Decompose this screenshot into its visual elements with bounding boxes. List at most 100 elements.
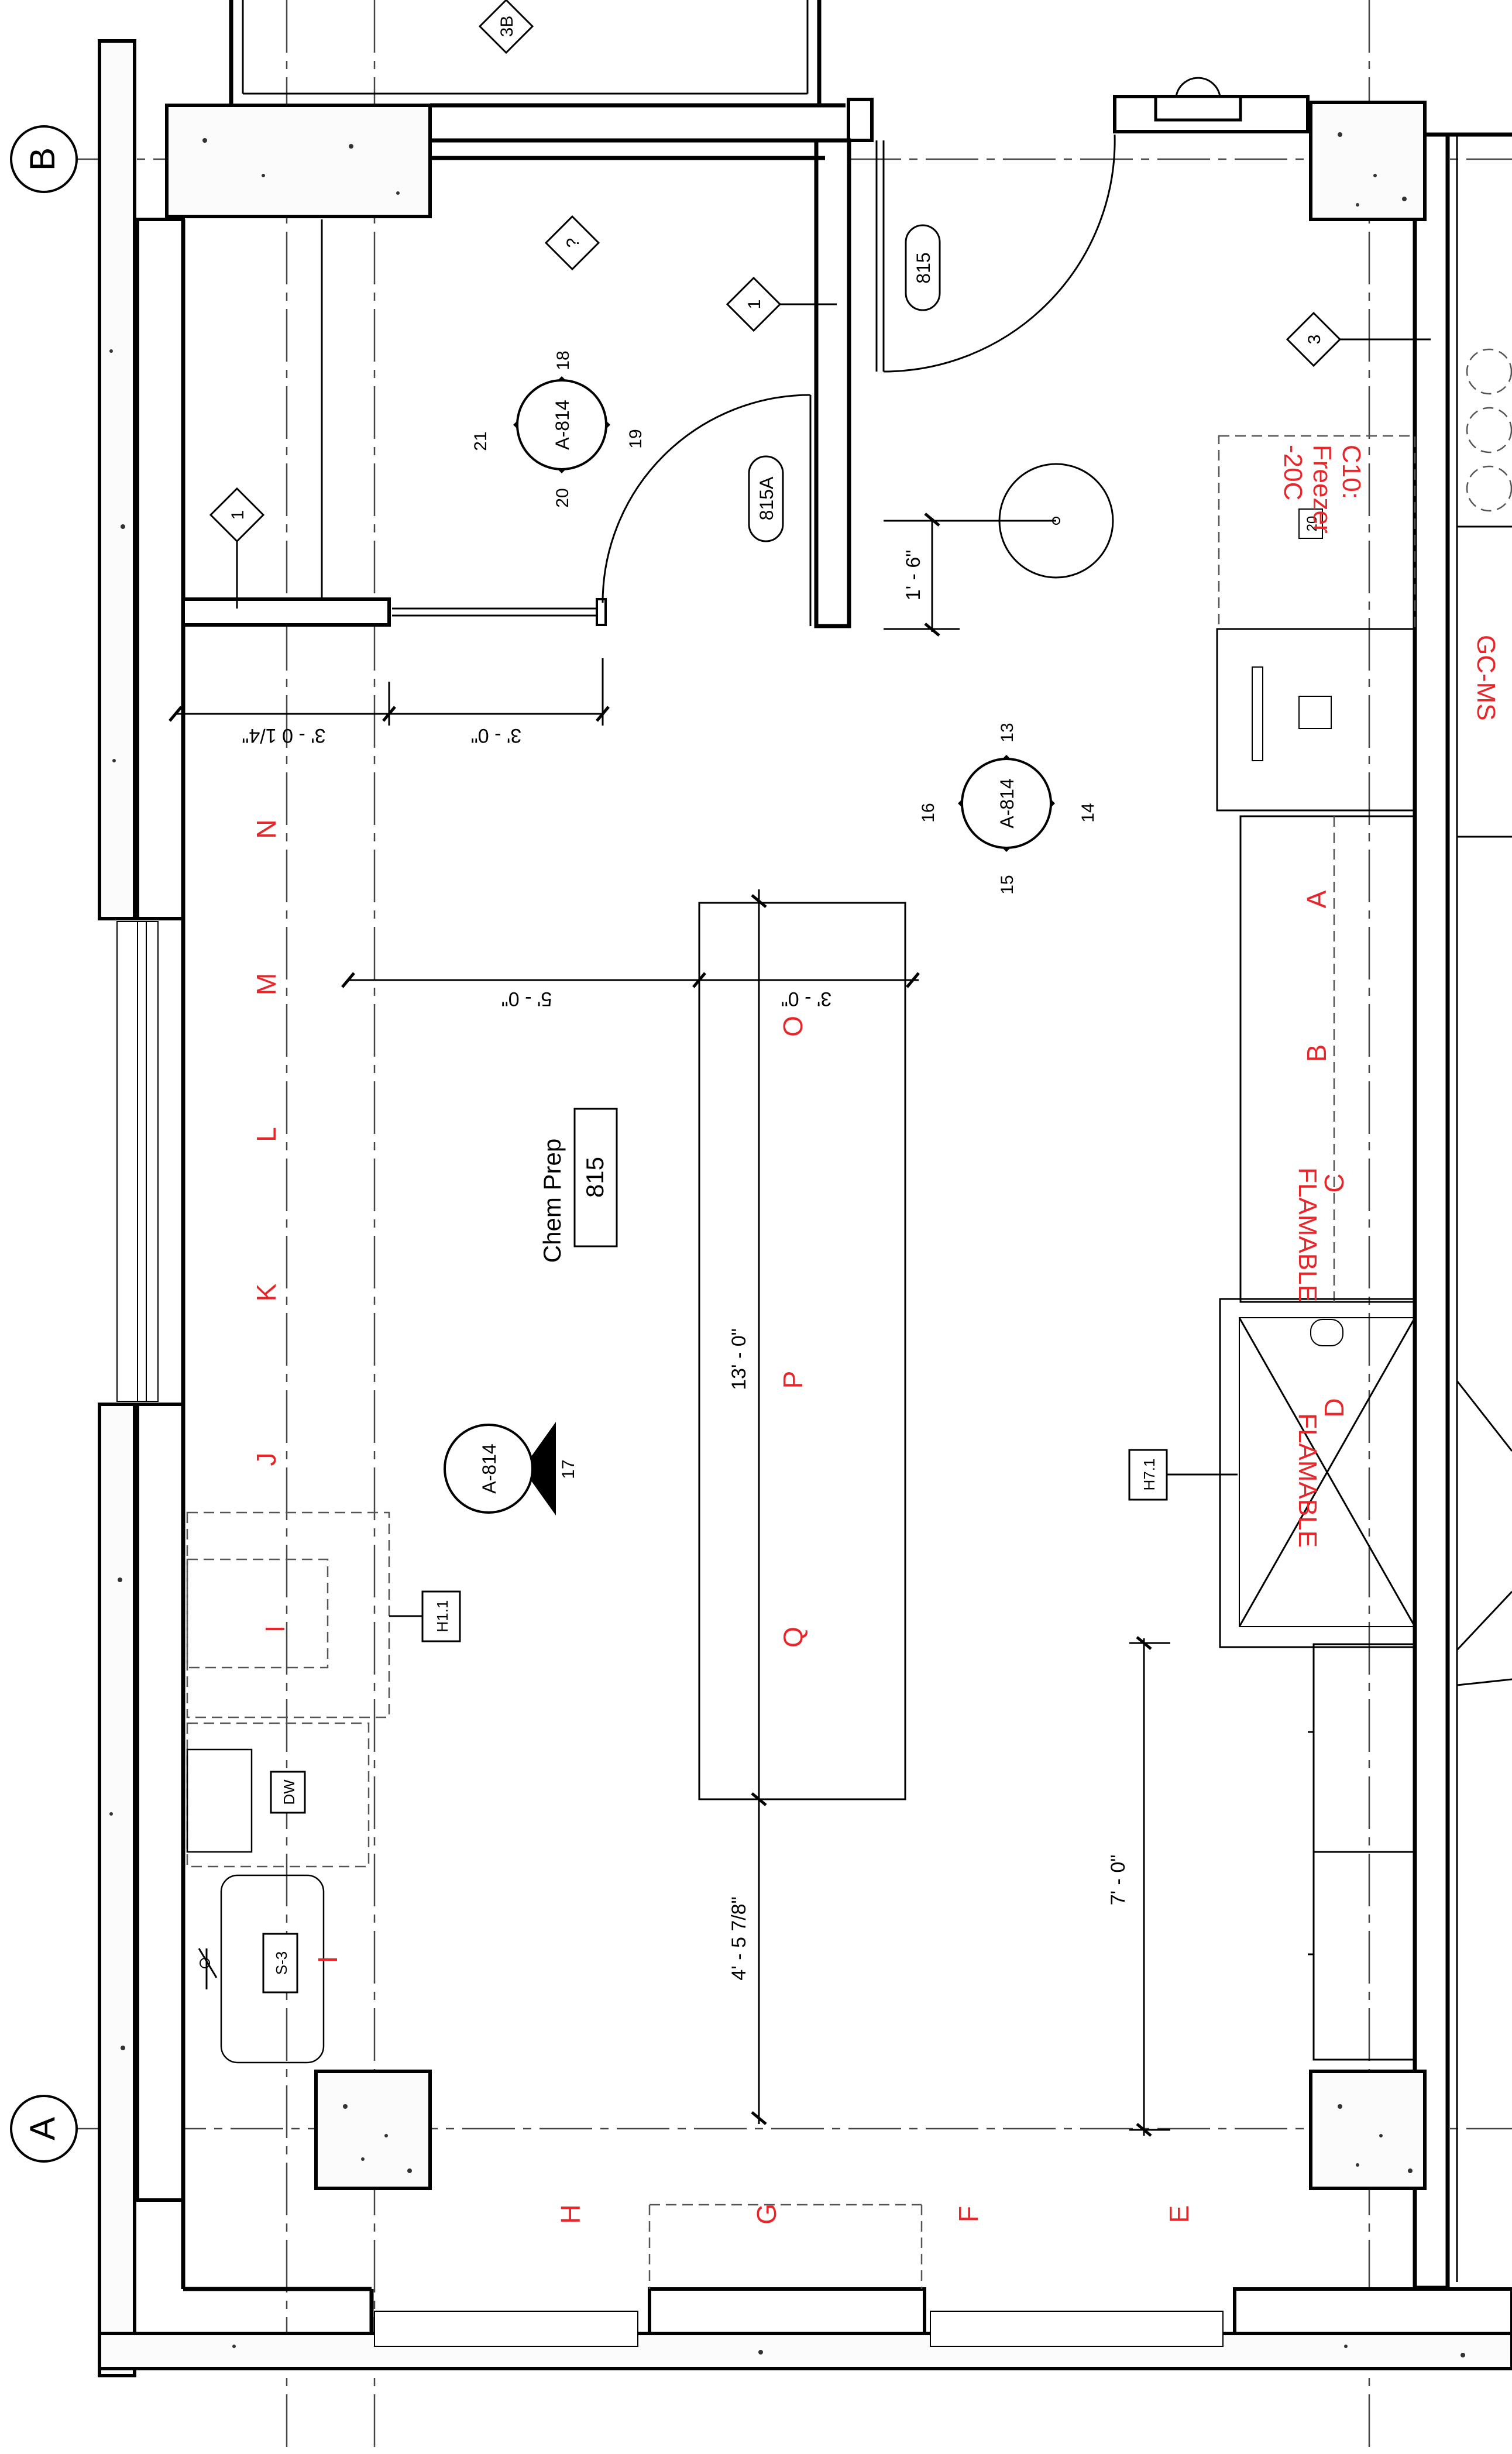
- ref-tag-3b-text: 3B: [497, 16, 517, 37]
- room-number: 815: [581, 1157, 609, 1198]
- casework: [186, 348, 1512, 2289]
- tag-h1-1-text: H1.1: [434, 1600, 451, 1632]
- zone-letter-i-upper: I: [260, 1625, 290, 1633]
- zone-letter-j: J: [251, 1453, 281, 1466]
- elevation-marker-center-n3: 15: [998, 875, 1017, 894]
- elevation-marker-upper-n4: 21: [471, 431, 490, 451]
- zone-letter-n: N: [251, 819, 281, 838]
- elevation-marker-upper-n2: 19: [626, 429, 645, 448]
- zone-letter-c: C: [1319, 1173, 1349, 1192]
- elevation-marker-single-n: 17: [559, 1459, 578, 1479]
- dim-5-0: 5' - 0": [501, 988, 552, 1010]
- dim-13-0: 13' - 0": [728, 1328, 750, 1390]
- grid-label-b: B: [23, 147, 62, 171]
- left-hood-zone: [186, 1511, 390, 1719]
- elevation-marker-upper-n1: 18: [554, 350, 573, 370]
- grid-bubble-b: B: [10, 125, 78, 193]
- ref-tag-3b: 3B: [478, 0, 534, 54]
- room-name: Chem Prep: [538, 1139, 566, 1263]
- fixture-tags: H1.1 H7.1 DW S-3 20: [262, 508, 1323, 1994]
- zone-letter-l: L: [251, 1127, 281, 1142]
- grid-label-a: A: [23, 2117, 62, 2140]
- label-flamable-d: FLAMABLE: [1293, 1413, 1322, 1548]
- tag-dw-text: DW: [280, 1779, 298, 1805]
- label-c10-line1: C10:: [1337, 445, 1366, 499]
- tag-h7-1-text: H7.1: [1140, 1459, 1158, 1491]
- elevation-marker-center-n2: 14: [1078, 803, 1098, 822]
- bottom-window-2: [930, 2311, 1224, 2347]
- ref-tag-1-left-text: 1: [228, 510, 248, 520]
- dim-3-0-b: 3' - 0": [781, 988, 832, 1010]
- zone-letter-f: F: [953, 2206, 984, 2222]
- ref-tag-3-text: 3: [1305, 335, 1324, 345]
- dim-7-0: 7' - 0": [1107, 1855, 1129, 1906]
- zone-letter-k: K: [251, 1283, 281, 1301]
- tag-h7-1: H7.1: [1128, 1449, 1238, 1501]
- walls: [98, 0, 1512, 2377]
- door-tag-815a-text: 815A: [756, 476, 777, 520]
- ref-tag-1-left: 1: [209, 487, 265, 609]
- zone-letter-g: G: [751, 2204, 782, 2225]
- dim-3-0: 3' - 0": [471, 724, 522, 747]
- zone-letter-d: D: [1319, 1398, 1349, 1417]
- ref-tag-unknown: ?: [544, 215, 600, 271]
- elevation-marker-center-n1: 13: [998, 723, 1017, 742]
- label-gc-ms: GC-MS: [1472, 635, 1500, 721]
- elevation-marker-upper-n3: 20: [553, 488, 572, 507]
- concrete-specks: [109, 132, 1465, 2357]
- grid-bubble-a: A: [10, 2095, 78, 2163]
- ref-tag-3: 3: [1286, 311, 1431, 367]
- structural-columns: [109, 101, 1465, 2357]
- zone-letter-p: P: [778, 1371, 808, 1389]
- tag-h1-1: H1.1: [389, 1590, 461, 1642]
- elevation-marker-upper-sheet: A-814: [552, 400, 573, 449]
- top-left-wall: [165, 104, 432, 218]
- ref-tag-unknown-text: ?: [563, 238, 583, 248]
- tag-s3: S-3: [262, 1933, 298, 1994]
- door-tag-815-text: 815: [913, 252, 934, 283]
- zone-letters: N M L K J I I O P Q A B C D E F G H: [251, 819, 1349, 2225]
- zone-letter-m: M: [251, 973, 281, 995]
- left-exterior-wall-top: [98, 39, 136, 920]
- ref-tag-1-top: 1: [726, 276, 837, 332]
- column-bottom-right: [1309, 2070, 1427, 2190]
- right-bench: [1239, 815, 1416, 1303]
- zone-letter-i-lower: I: [312, 1956, 343, 1964]
- left-exterior-wall-bottom: [98, 1403, 136, 2377]
- zone-letter-a: A: [1301, 890, 1332, 908]
- elevation-marker-single: A-814 17: [444, 1422, 578, 1515]
- zone-letter-h: H: [555, 2204, 586, 2223]
- dim-4-5-7-8: 4' - 5 7/8": [728, 1896, 750, 1980]
- bottom-exterior-wall: [98, 2332, 1512, 2370]
- tag-dw: DW: [270, 1771, 306, 1814]
- sink: [220, 1874, 325, 2064]
- equipment-labels: FLAMABLE FLAMABLE C10: Freezer -20C GC-M…: [1279, 445, 1500, 1548]
- tag-20-text: 20: [1304, 516, 1320, 532]
- door-tag-815: 815: [905, 224, 941, 311]
- ref-tag-1-top-text: 1: [745, 300, 764, 310]
- column-top-right: [1309, 101, 1427, 221]
- bottom-window-1: [374, 2311, 638, 2347]
- elevation-marker-center: A-814 13 14 15 16: [919, 723, 1098, 894]
- doors: [602, 134, 1116, 626]
- elevation-marker-center-n4: 16: [919, 803, 938, 822]
- dimensions: 3' - 0 1/4" 3' - 0" 5' - 0" 3' - 0" 13' …: [169, 513, 1170, 2137]
- zone-letter-b: B: [1301, 1044, 1332, 1063]
- door-tag-815a: 815A: [748, 455, 784, 542]
- label-c10-line3: -20C: [1279, 445, 1307, 500]
- elevation-marker-center-sheet: A-814: [996, 778, 1018, 828]
- freezer-zone: [1218, 435, 1416, 630]
- tag-s3-text: S-3: [273, 1951, 290, 1975]
- zone-letter-e: E: [1164, 2205, 1194, 2223]
- elevation-marker-upper: A-814 18 19 20 21: [471, 350, 645, 507]
- gc-ms-cabinet: [1216, 628, 1416, 812]
- dim-1-6: 1' - 6": [902, 550, 925, 601]
- label-c10-line2: Freezer: [1308, 445, 1336, 534]
- room-tag: 815 Chem Prep: [538, 1108, 618, 1263]
- central-island-bench: [698, 902, 906, 1800]
- zone-letter-o: O: [778, 1016, 808, 1037]
- tag-20: 20: [1298, 508, 1323, 539]
- zone-letter-q: Q: [778, 1627, 808, 1648]
- elevation-marker-single-sheet: A-814: [479, 1443, 500, 1493]
